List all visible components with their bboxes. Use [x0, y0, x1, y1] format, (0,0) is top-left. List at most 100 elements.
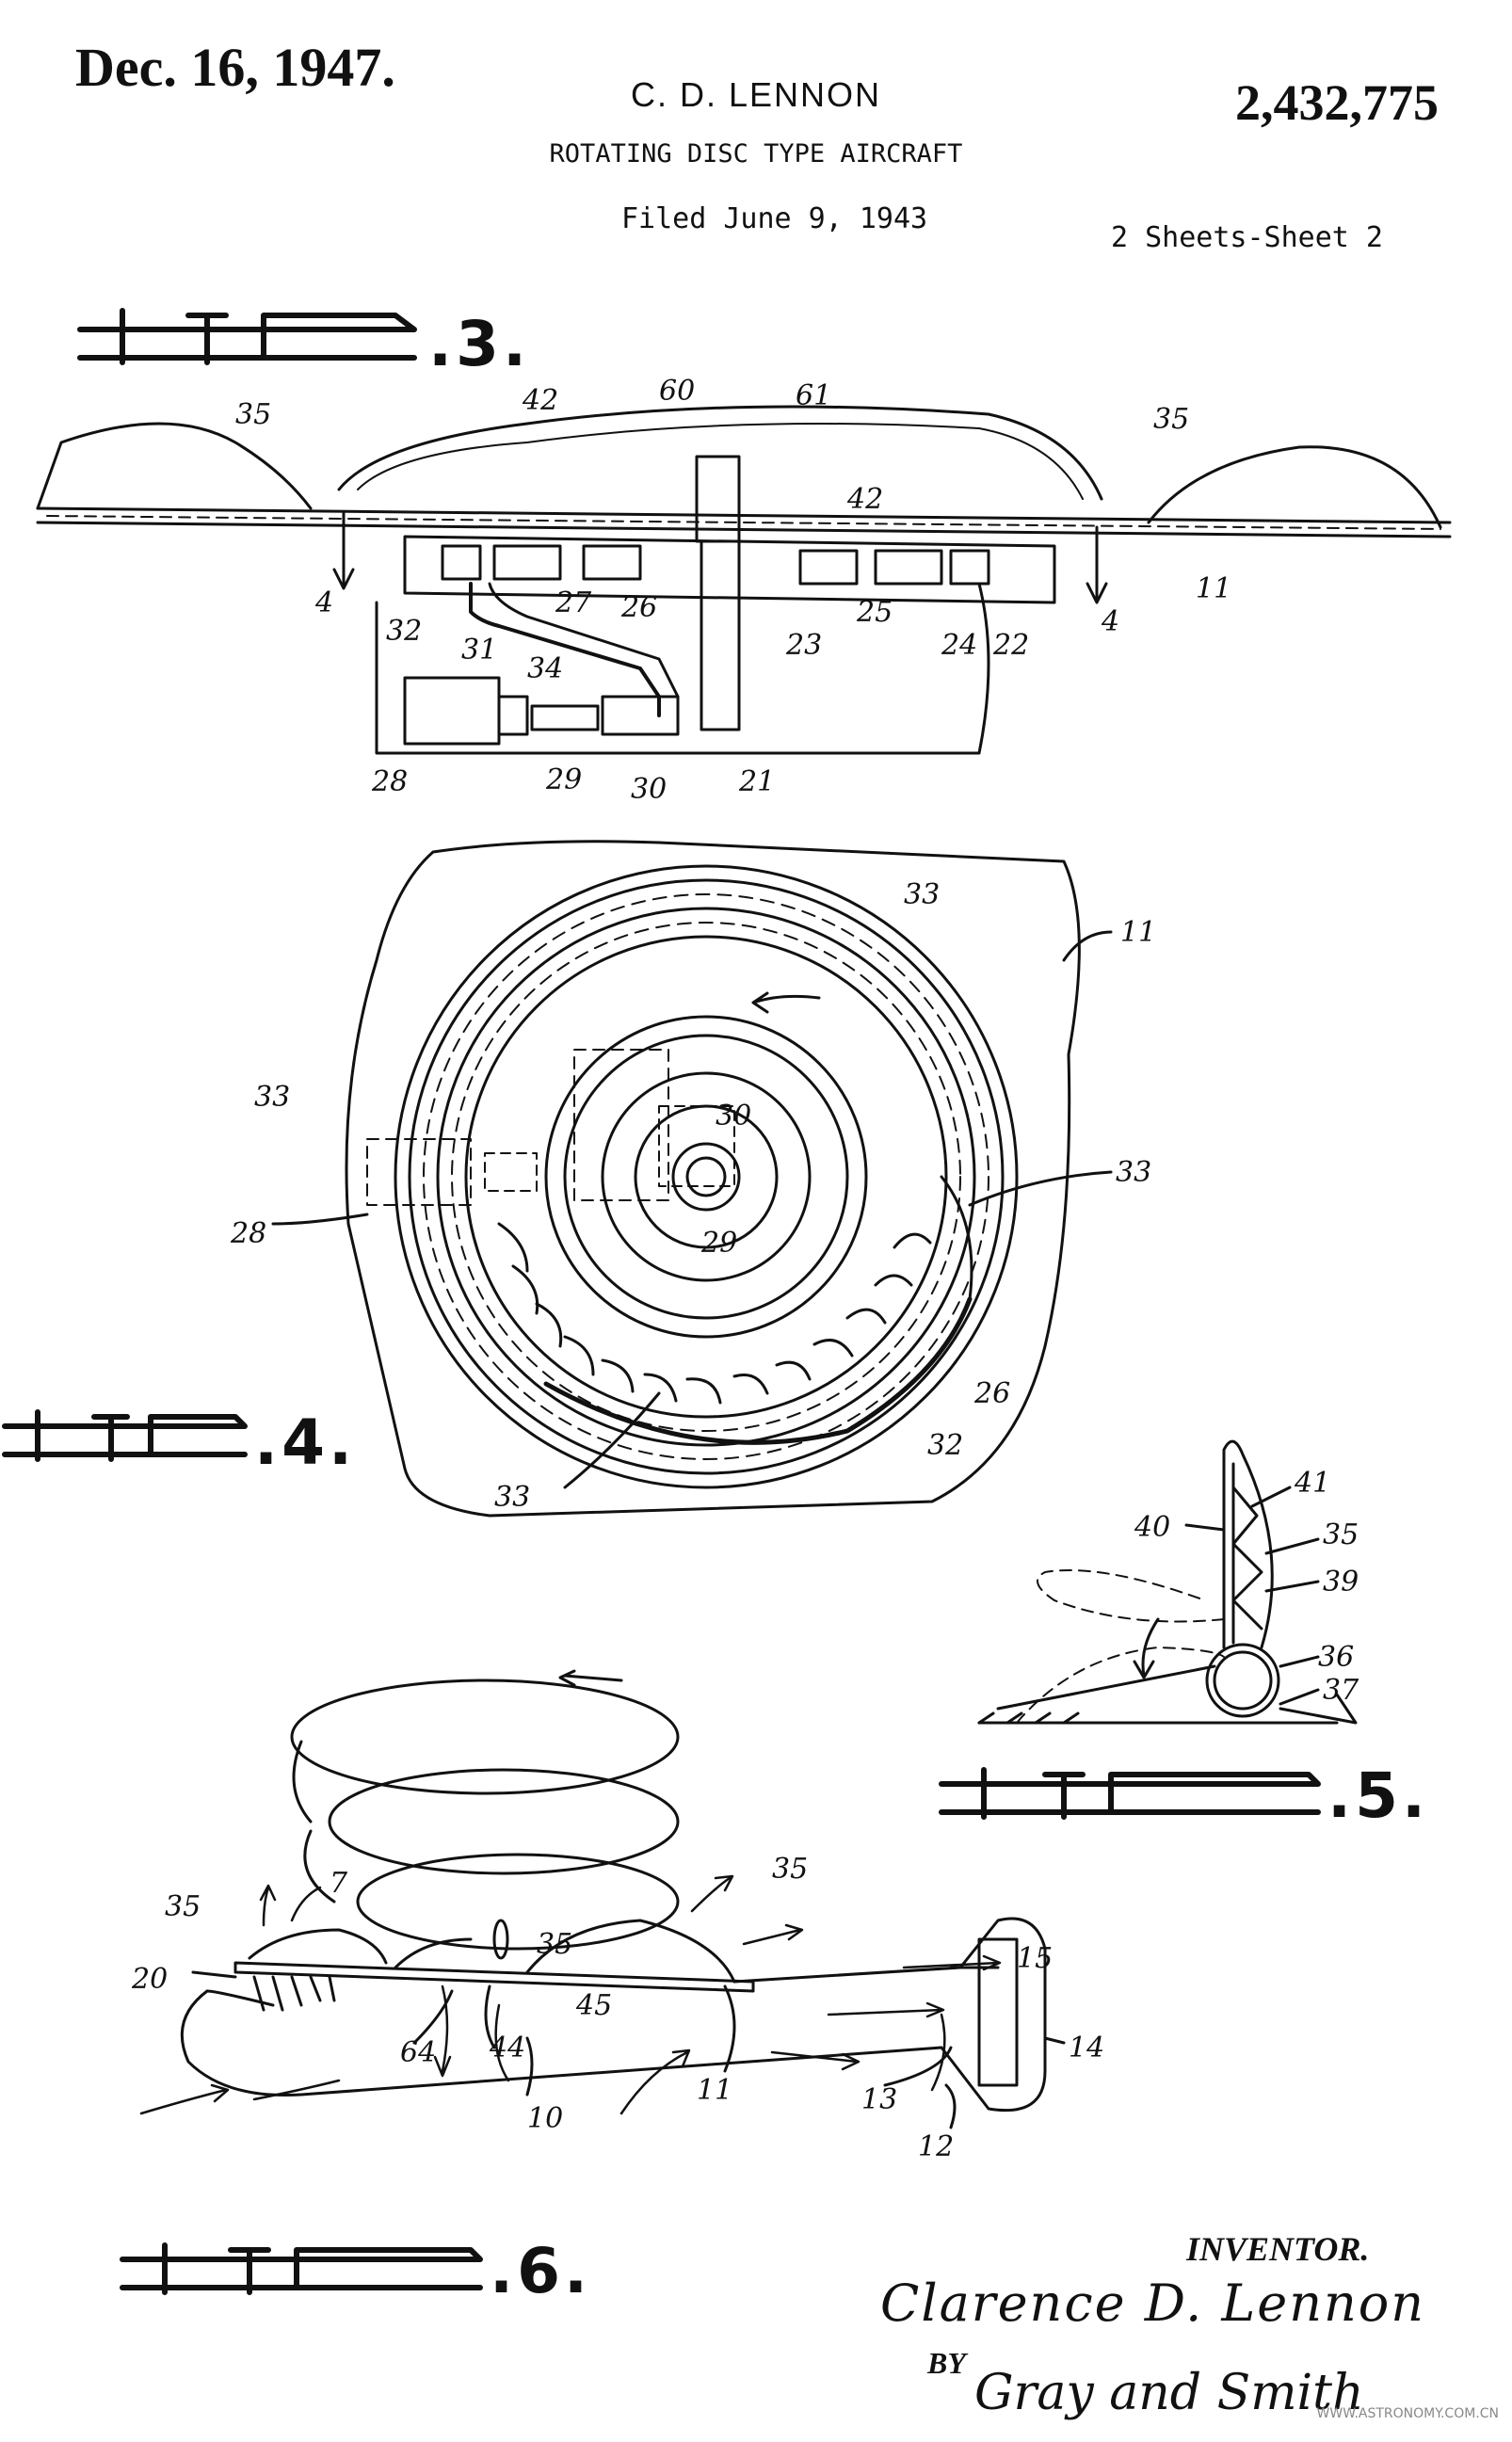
fig6-blade-right: [525, 1919, 736, 1984]
fig4-rotor-disc: [544, 1015, 868, 1339]
svg-text:45: 45: [575, 1989, 612, 2022]
patent-date: Dec. 16, 1947.: [75, 37, 395, 98]
fig5-title-glyph: [939, 1767, 1321, 1820]
fig6-fuselage: [180, 1917, 1047, 2113]
fig4-reference-numerals: 33 11 33 30 33 28 29 26 32 33: [230, 878, 1156, 1514]
fig6-airflow-loop-1: [290, 1679, 680, 1795]
svg-text:34: 34: [527, 652, 563, 685]
svg-text:35: 35: [1153, 403, 1189, 436]
svg-text:35: 35: [165, 1890, 201, 1923]
patent-number: 2,432,775: [1235, 74, 1439, 131]
attorney-signature: Gray and Smith: [974, 2365, 1364, 2421]
fig6-reference-numerals: 35 7 35 20 45 35 15 64 44 11 14 10 13 12: [131, 1853, 1104, 2163]
fig3-gear-29: [601, 695, 680, 736]
svg-text:4: 4: [1101, 605, 1119, 638]
fig6-airflow-loop-3: [356, 1853, 680, 1951]
fig3-disc-plate: [36, 506, 1452, 538]
by-label: BY: [927, 2346, 966, 2380]
fig3-blade-right: [1147, 445, 1442, 529]
fig3-motor-28: [403, 676, 501, 746]
svg-text:14: 14: [1069, 2032, 1104, 2064]
svg-text:11: 11: [697, 2074, 732, 2107]
svg-text:35: 35: [235, 398, 271, 431]
svg-text:35: 35: [537, 1928, 572, 1961]
svg-text:23: 23: [785, 629, 822, 662]
filed-date: Filed June 9, 1943: [621, 202, 928, 235]
svg-text:20: 20: [131, 1963, 168, 1996]
svg-text:30: 30: [631, 773, 667, 806]
svg-text:40: 40: [1134, 1511, 1170, 1544]
patent-title: ROTATING DISC TYPE AIRCRAFT: [549, 139, 963, 169]
section-arrow-left: [332, 511, 355, 590]
svg-text:7: 7: [330, 1867, 348, 1900]
svg-text:36: 36: [1318, 1641, 1354, 1674]
svg-text:31: 31: [461, 634, 497, 667]
svg-text:35: 35: [1323, 1518, 1359, 1551]
svg-text:28: 28: [230, 1217, 266, 1250]
fig6-blade-left: [248, 1928, 388, 1965]
fig4-housing-outline: [345, 840, 1081, 1518]
fig5-blade-35: [1222, 1439, 1274, 1649]
fig3-label: .3.: [428, 308, 530, 380]
figure-6: 35 7 35 20 45 35 15 64 44 11 14 10 13 12…: [120, 1669, 1104, 2307]
svg-text:13: 13: [861, 2083, 897, 2116]
svg-text:11: 11: [1196, 572, 1231, 605]
figure-3: .3. 35 42: [36, 308, 1452, 806]
svg-text:64: 64: [400, 2036, 436, 2069]
svg-text:37: 37: [1323, 1674, 1359, 1707]
svg-text:27: 27: [555, 586, 592, 619]
svg-text:33: 33: [254, 1081, 290, 1114]
section-arrow-right: [1086, 525, 1108, 604]
fig3-shaft-21: [700, 539, 741, 731]
fig4-label: .4.: [254, 1406, 356, 1479]
fig4-title-glyph: [2, 1409, 248, 1462]
figure-5: 41 40 35 39 36 37 .5.: [939, 1439, 1429, 1832]
svg-text:22: 22: [992, 629, 1029, 662]
svg-text:12: 12: [918, 2130, 954, 2163]
svg-text:32: 32: [927, 1429, 963, 1462]
svg-text:32: 32: [386, 615, 422, 648]
inventor-label: INVENTOR.: [1186, 2230, 1370, 2268]
figure-4: 33 11 33 30 33 28 29 26 32 33 .4.: [2, 840, 1156, 1518]
watermark-text: WWW.ASTRONOMY.COM.CN: [1316, 2406, 1499, 2421]
svg-text:21: 21: [738, 765, 775, 798]
fig3-dome: [337, 405, 1103, 501]
fig6-disc: [233, 1961, 755, 1993]
fig5-tube-36: [1205, 1643, 1280, 1718]
inventor-signature: Clarence D. Lennon: [880, 2273, 1426, 2333]
svg-text:33: 33: [1116, 1156, 1151, 1189]
svg-text:15: 15: [1017, 1942, 1053, 1975]
svg-text:25: 25: [856, 596, 893, 629]
inventor-name-header: C. D. LENNON: [630, 75, 882, 114]
fig3-blade-left: [36, 422, 313, 510]
svg-text:28: 28: [371, 765, 408, 798]
svg-text:11: 11: [1120, 916, 1156, 949]
svg-text:35: 35: [772, 1853, 808, 1886]
svg-text:41: 41: [1294, 1467, 1330, 1500]
svg-text:10: 10: [527, 2102, 563, 2135]
fig3-title-glyph: [77, 308, 417, 365]
svg-text:24: 24: [941, 629, 977, 662]
svg-text:30: 30: [716, 1100, 751, 1133]
fig6-title-glyph: [120, 2242, 483, 2295]
svg-text:42: 42: [522, 384, 558, 417]
fig4-shaft: [685, 1156, 727, 1197]
fig5-label: .5.: [1327, 1759, 1429, 1832]
svg-text:60: 60: [659, 375, 695, 408]
fig3-reference-numerals: 35 42 60 61 42 35 4 4 11 32 31 27 26 34 …: [235, 375, 1231, 806]
fig6-airflow-loop-2: [328, 1768, 680, 1875]
svg-text:39: 39: [1323, 1566, 1359, 1599]
svg-text:26: 26: [620, 591, 657, 624]
fig5-reference-numerals: 41 40 35 39 36 37: [1134, 1467, 1359, 1707]
fig6-label: .6.: [490, 2235, 591, 2307]
svg-text:44: 44: [489, 2032, 525, 2064]
fig4-turbine-vanes: [497, 1222, 932, 1405]
svg-text:33: 33: [494, 1481, 530, 1514]
fig4-motor-28: [366, 1138, 472, 1206]
svg-text:4: 4: [314, 586, 333, 619]
svg-text:29: 29: [700, 1227, 737, 1260]
svg-text:26: 26: [973, 1377, 1010, 1410]
sheet-count: 2 Sheets-Sheet 2: [1111, 221, 1383, 254]
svg-text:29: 29: [545, 763, 582, 796]
